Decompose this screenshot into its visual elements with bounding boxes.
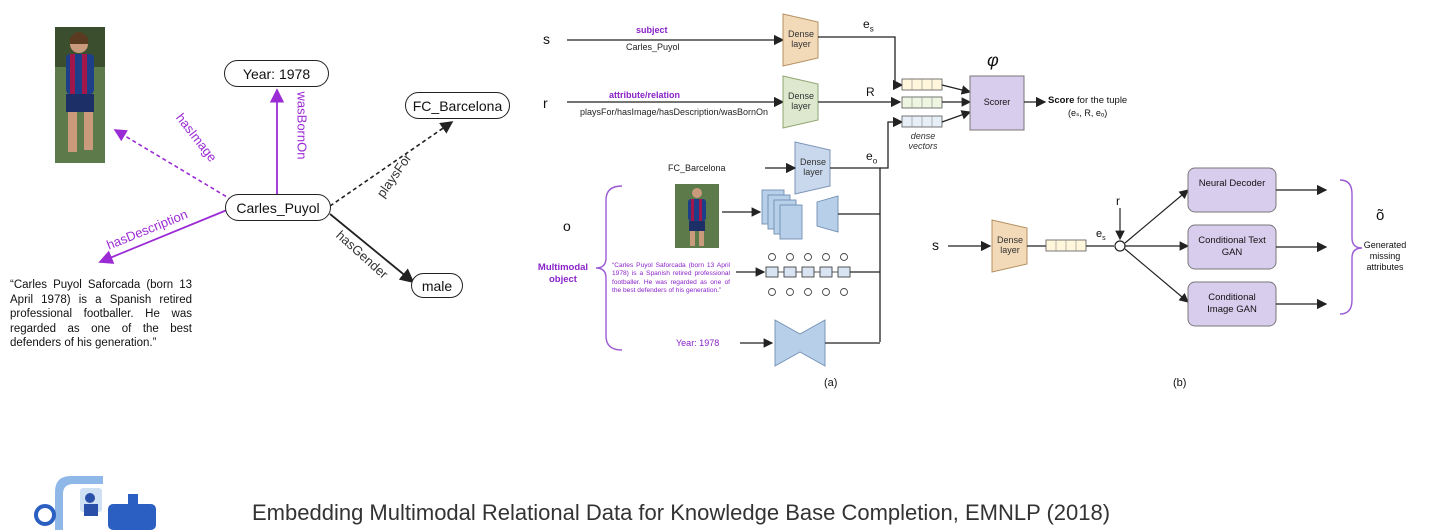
relation-title: attribute/relation: [609, 90, 681, 100]
edge-has-image: [113, 129, 233, 201]
score-tuple: (eₛ, R, eₒ): [1068, 108, 1108, 118]
score-label: Score for the tuple: [1048, 95, 1128, 106]
dense-vectors: [901, 78, 943, 128]
dense-layer-relation: [782, 75, 819, 129]
neural-decoder-box: [1187, 167, 1277, 213]
conditional-image-gan-label: Conditional Image GAN: [1207, 292, 1257, 315]
conference-logo: [34, 476, 156, 530]
phi-symbol: φ: [987, 50, 999, 70]
multimodal-object-label: Multimodal object: [537, 262, 589, 285]
cnn-encoder: [761, 189, 803, 240]
player-photo-small: [675, 184, 719, 248]
node-fc-barcelona: FC_Barcelona: [405, 92, 510, 119]
multimodal-quote: “Carles Puyol Saforcada (born 13 April 1…: [612, 262, 730, 295]
o-tilde-symbol: õ: [1376, 207, 1385, 224]
label-es: es: [863, 17, 874, 34]
node-carles-puyol: Carles_Puyol: [225, 194, 331, 221]
output-bracket: [1339, 179, 1363, 315]
label-o: o: [563, 218, 571, 234]
label-R: R: [866, 85, 875, 99]
dense-layer-b: [991, 219, 1028, 273]
generated-attributes-label: Generated missing attributes: [1363, 240, 1407, 272]
concat-node: [1114, 240, 1126, 252]
caption-b: (b): [1173, 377, 1187, 389]
year-input: Year: 1978: [676, 338, 720, 348]
label-r: r: [543, 95, 548, 111]
edge-label-was-born-on: wasBornOn: [294, 91, 310, 160]
scorer-box: [969, 75, 1025, 131]
node-male: male: [411, 273, 463, 298]
year-encoder: [774, 319, 826, 367]
lstm-encoder: [765, 253, 851, 296]
kg-description-text: “Carles Puyol Saforcada (born 13 April 1…: [10, 279, 192, 349]
label-es-b: es: [1096, 228, 1106, 243]
fc-barcelona-input: FC_Barcelona: [668, 163, 726, 173]
node-year: Year: 1978: [224, 60, 329, 87]
conditional-text-gan-label: Conditional Text GAN: [1198, 235, 1266, 258]
dense-vectors-label: dense vectors: [908, 131, 938, 151]
label-s-b: s: [932, 237, 939, 253]
caption-a: (a): [824, 377, 838, 389]
citation-footer: Embedding Multimodal Relational Data for…: [252, 500, 1111, 525]
label-s: s: [543, 31, 550, 47]
subject-title: subject: [636, 25, 668, 35]
scorer-label: Scorer: [983, 97, 1011, 107]
edge-plays-for: [329, 121, 454, 207]
dense-layer-subject: [782, 13, 819, 67]
multimodal-bracket: [595, 185, 623, 351]
relation-value: playsFor/hasImage/hasDescription/wasBorn…: [579, 107, 769, 117]
neural-decoder-label: Neural Decoder: [1198, 178, 1266, 189]
edge-has-gender: [329, 213, 415, 284]
subject-value: Carles_Puyol: [626, 42, 680, 52]
label-r-b: r: [1116, 194, 1120, 208]
edge-has-description: [98, 209, 228, 264]
label-eo: eo: [866, 149, 878, 166]
player-photo-large: [55, 27, 105, 163]
dense-layer-object: [794, 141, 831, 195]
